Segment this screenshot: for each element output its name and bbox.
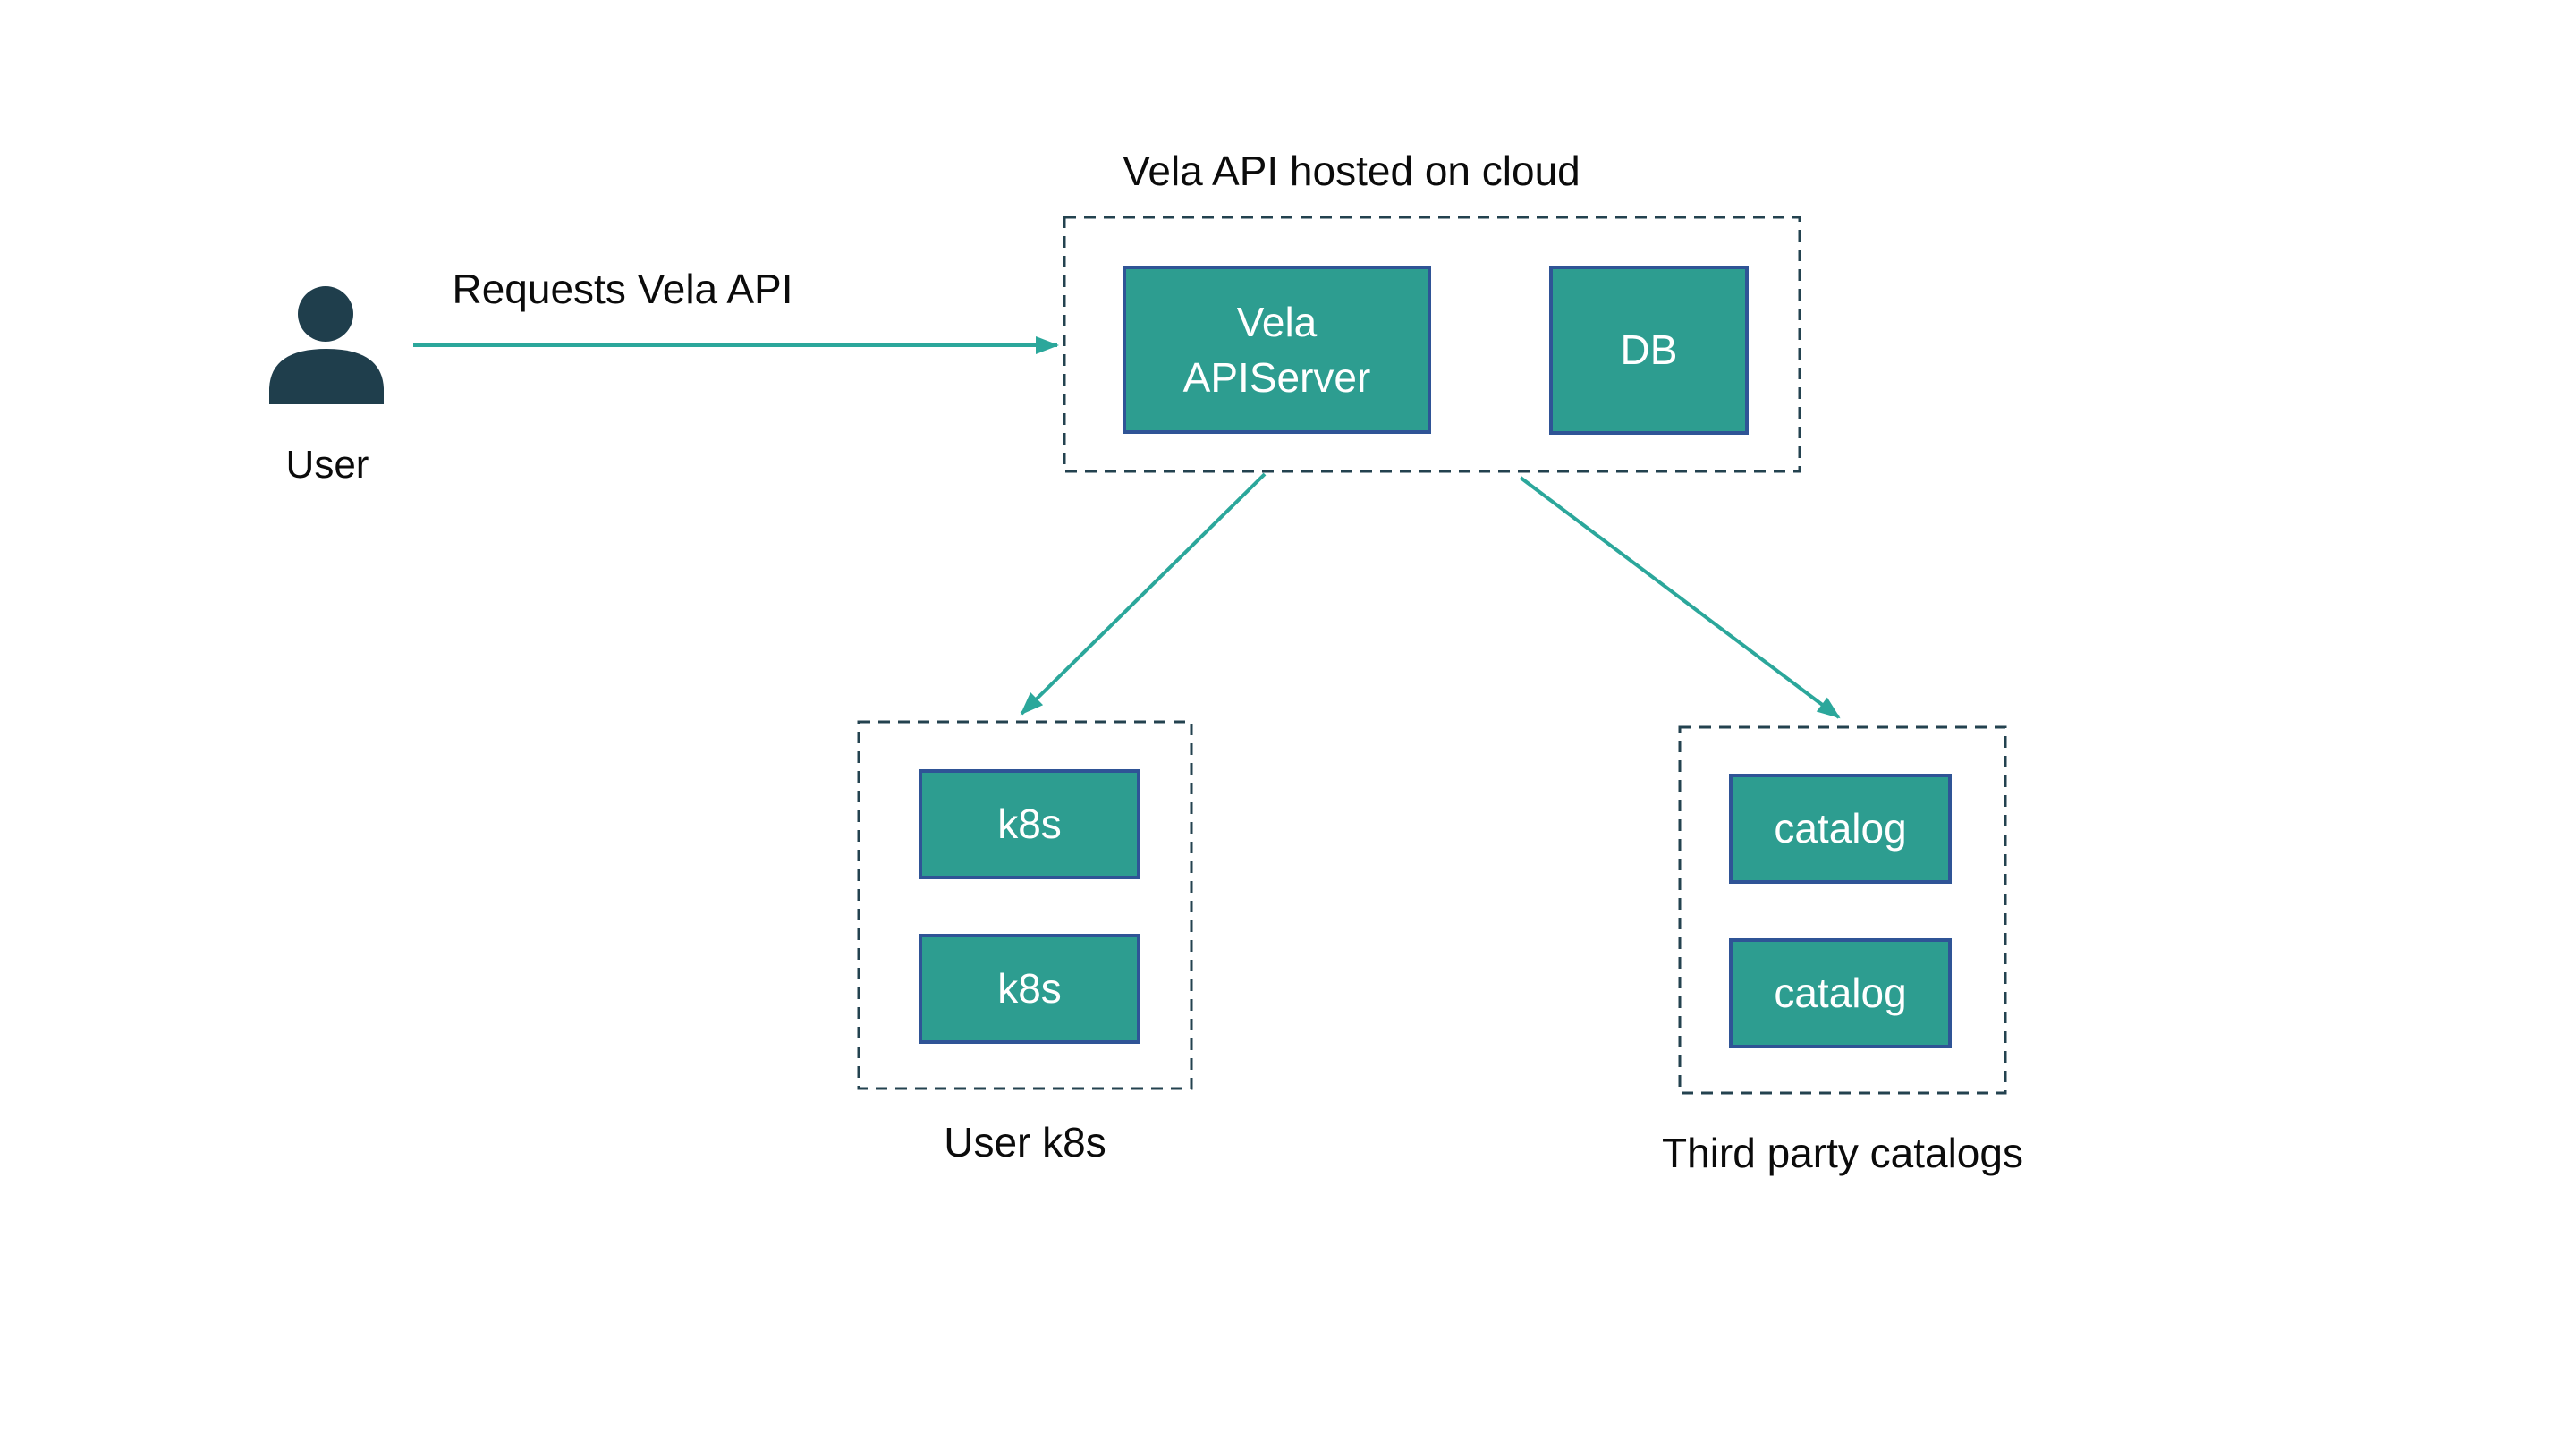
node-k8s-2: k8s [919, 934, 1140, 1044]
catalog-group-border [1678, 725, 2007, 1095]
cloud-group-border [1063, 216, 1801, 473]
node-db: DB [1549, 266, 1749, 435]
node-k8s-1: k8s [919, 769, 1140, 879]
cloud-group-title: Vela API hosted on cloud [1123, 148, 1580, 194]
node-catalog-1: catalog [1729, 774, 1952, 884]
k8s-group-border [857, 720, 1193, 1090]
node-vela-apiserver: Vela APIServer [1123, 266, 1431, 434]
edge-label-requests-vela-api: Requests Vela API [452, 266, 793, 312]
catalog-group-caption: Third party catalogs [1662, 1130, 2023, 1176]
arrow-api-to-catalogs [1519, 476, 1841, 719]
k8s-group-caption: User k8s [944, 1119, 1106, 1165]
user-label: User [285, 443, 369, 487]
person-icon [269, 286, 384, 404]
node-catalog-2: catalog [1729, 938, 1952, 1048]
arrow-api-to-k8s [1020, 472, 1267, 716]
